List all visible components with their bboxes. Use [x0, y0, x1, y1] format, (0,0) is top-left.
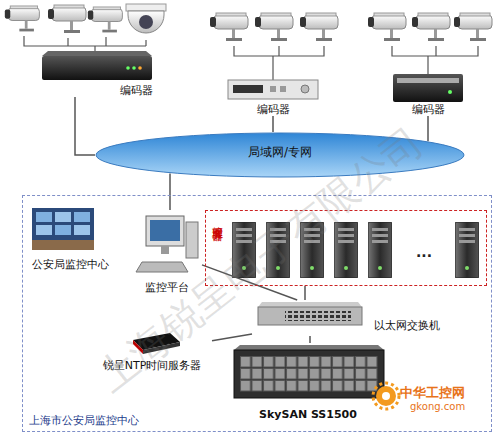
camera-wire	[234, 46, 324, 56]
pc-keyboard	[136, 262, 188, 272]
dome-mount	[126, 4, 166, 11]
dome-camera	[128, 11, 164, 33]
monitor-screen	[55, 212, 71, 222]
monitor-screen	[36, 225, 52, 235]
monitor-screen	[55, 225, 71, 235]
encoder-led	[126, 66, 130, 70]
encoder-led	[448, 90, 452, 94]
connector-line	[304, 286, 306, 300]
camera-wire	[278, 46, 279, 56]
encoder-led	[132, 66, 136, 70]
encoder-node: 编码器	[225, 78, 321, 116]
encoder-top	[42, 51, 152, 56]
encoder-button	[270, 86, 276, 92]
logo-gear	[376, 386, 396, 406]
monitor-desk	[32, 240, 94, 250]
connector-line	[272, 116, 274, 132]
encoder-knob	[301, 85, 309, 93]
logo-gear-teeth	[373, 383, 399, 409]
pc-monitor	[146, 216, 184, 246]
storage-body	[234, 350, 384, 398]
switch-body	[258, 307, 362, 325]
storage-node: SkySAN SS1500	[228, 343, 388, 421]
pc-tower	[186, 222, 198, 258]
monitor-screen	[36, 212, 52, 222]
camera	[5, 6, 40, 31]
node-label: 以太网交换机	[374, 319, 440, 332]
camera	[48, 5, 86, 33]
node-label: 编码器	[120, 84, 153, 97]
logo-gear-hole	[382, 392, 390, 400]
server	[455, 222, 479, 278]
camera-wire	[94, 46, 95, 51]
encoder-box	[42, 56, 152, 80]
camera	[412, 13, 450, 41]
storage-top	[234, 345, 384, 350]
encoder-led	[138, 66, 142, 70]
node-label: 公安局监控中心	[25, 258, 115, 271]
node-label: SkySAN SS1500	[228, 408, 388, 421]
encoder-button	[280, 86, 286, 92]
pc-screen	[150, 220, 180, 241]
monitor-screen	[74, 225, 90, 235]
connector-line	[169, 174, 171, 211]
pc-stand	[161, 246, 169, 254]
encoder-panel	[233, 85, 263, 93]
connector-line	[212, 334, 252, 341]
camera-wire	[392, 46, 478, 56]
node-label: 编码器	[225, 103, 321, 116]
camera-wire	[67, 38, 68, 46]
connector-line	[75, 97, 95, 155]
camera	[300, 13, 338, 41]
monitor-screen	[74, 212, 90, 222]
camera	[368, 13, 406, 41]
logo-text: 中华工控网	[400, 384, 465, 402]
camera-wire	[435, 46, 436, 56]
encoder-box	[393, 74, 463, 102]
encoder-box	[228, 80, 318, 99]
camera-wire	[272, 56, 273, 80]
server	[368, 222, 392, 278]
encoder-strip	[397, 78, 459, 83]
switch-top	[258, 302, 362, 307]
connector-line	[309, 336, 311, 343]
dome-lens	[139, 15, 153, 29]
camera-wire	[24, 36, 146, 46]
logo-url: gkong.com	[410, 401, 465, 412]
camera	[255, 13, 293, 41]
switch-node: 以太网交换机	[252, 300, 440, 336]
monitor-center: 公安局监控中心	[25, 205, 115, 271]
switch-ports	[285, 311, 351, 321]
encoder-node: 编码器	[390, 70, 466, 116]
camera	[210, 13, 248, 41]
camera	[88, 7, 123, 32]
camera-wire	[427, 56, 428, 74]
node-label: 上海市公安局监控中心	[29, 414, 139, 427]
camera	[454, 13, 492, 41]
monitor-wall	[32, 208, 94, 250]
camera-wire	[105, 37, 106, 46]
node-label: 管理服务器	[211, 218, 224, 223]
ellipsis-mark: ...	[416, 244, 432, 260]
storage-bays	[240, 356, 378, 392]
camera-wire	[145, 40, 146, 46]
encoder-node: 编码器	[40, 50, 155, 97]
node-label: 编码器	[390, 103, 466, 116]
